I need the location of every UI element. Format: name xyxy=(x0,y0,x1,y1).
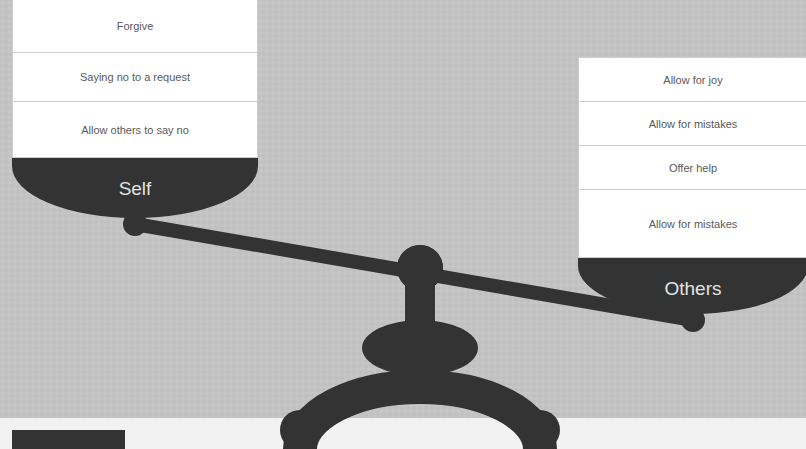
pan-label: Others xyxy=(664,258,721,300)
card-text: Allow for mistakes xyxy=(649,218,738,230)
dark-button xyxy=(12,430,125,449)
scale-pivot xyxy=(397,245,443,291)
pan-knob xyxy=(123,212,147,236)
pan-bowl-shape xyxy=(12,158,258,218)
value-card: Saying no to a request xyxy=(12,52,258,102)
pan-label: Self xyxy=(119,158,152,200)
card-text: Saying no to a request xyxy=(80,71,190,83)
value-card: Offer help xyxy=(578,145,806,190)
value-card: Forgive xyxy=(12,0,258,53)
scale-pan: Others xyxy=(578,258,806,320)
scale-pivot xyxy=(397,245,443,291)
value-card: Allow for joy xyxy=(578,57,806,102)
scale-base-arch xyxy=(300,387,540,449)
pan-knob xyxy=(681,308,705,332)
card-text: Allow others to say no xyxy=(81,124,189,136)
scale-pan: Self xyxy=(12,158,258,224)
value-card: Allow for mistakes xyxy=(578,101,806,146)
card-text: Forgive xyxy=(117,20,154,32)
card-text: Offer help xyxy=(669,162,717,174)
value-card: Allow for mistakes xyxy=(578,189,806,258)
pan-bowl-shape xyxy=(578,258,806,314)
scale-foot xyxy=(520,410,560,449)
bottom-band xyxy=(0,418,806,449)
card-text: Allow for mistakes xyxy=(649,118,738,130)
card-text: Allow for joy xyxy=(663,74,722,86)
scale-foot xyxy=(280,410,320,449)
value-card: Allow others to say no xyxy=(12,101,258,158)
scale-mound xyxy=(362,320,478,376)
